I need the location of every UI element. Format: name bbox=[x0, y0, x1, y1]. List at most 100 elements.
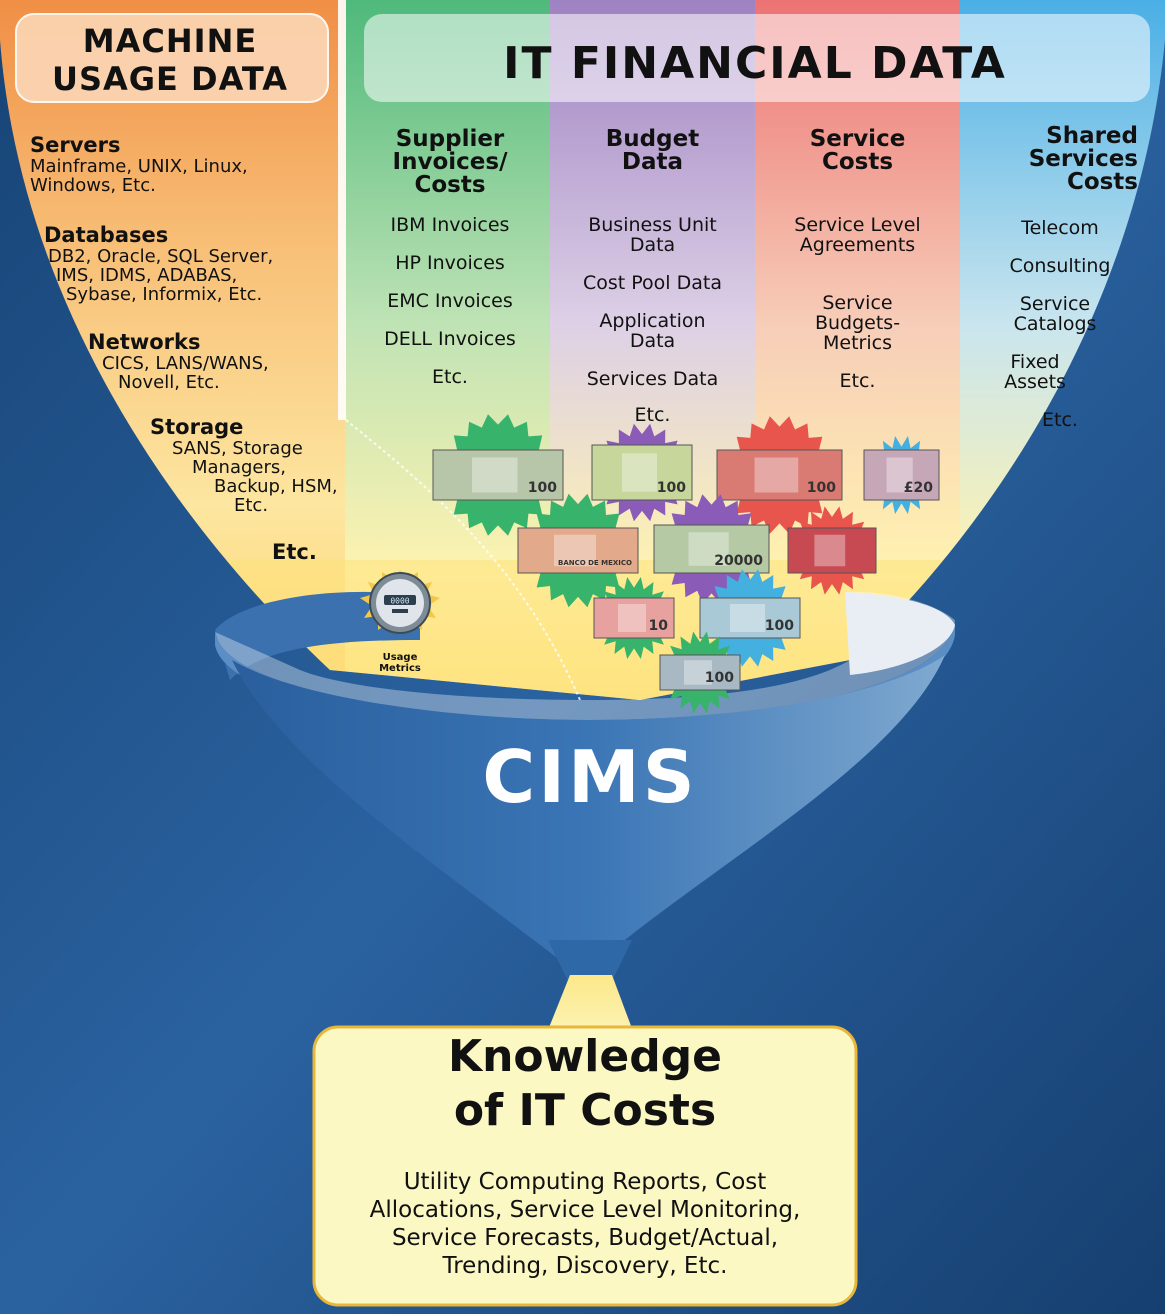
column-item: Service Level Agreements bbox=[794, 214, 921, 256]
column-item: Etc. bbox=[1042, 409, 1078, 431]
column-item: Service Budgets- Metrics bbox=[814, 292, 901, 354]
note-body bbox=[591, 444, 693, 501]
machine-usage-etc: Etc. bbox=[272, 540, 317, 564]
machine-usage-header-line2: USAGE DATA bbox=[51, 60, 288, 98]
note-label: 100 bbox=[705, 670, 734, 686]
note-body bbox=[593, 597, 675, 639]
column-title-line: Services bbox=[1028, 146, 1138, 172]
column-item: HP Invoices bbox=[395, 252, 505, 274]
column-item: Fixed Assets bbox=[1004, 351, 1066, 393]
canadian-dollar-note: 100 bbox=[716, 416, 843, 534]
column-item: Consulting bbox=[1009, 255, 1111, 277]
note-portrait bbox=[472, 457, 518, 493]
section-databases: Databases DB2, Oracle, SQL Server, IMS, … bbox=[44, 223, 334, 304]
section-storage-line: Etc. bbox=[234, 495, 269, 516]
usage-metrics-label-line1: Usage bbox=[382, 652, 418, 663]
column-title-line: Data bbox=[621, 149, 684, 175]
meter-display: 0000 bbox=[390, 597, 409, 606]
venezuelan-note: 20000 bbox=[653, 494, 770, 604]
section-storage-title: Storage bbox=[150, 415, 244, 439]
section-networks: Networks CICS, LANS/WANS, Novell, Etc. bbox=[88, 330, 328, 392]
note-body bbox=[659, 654, 741, 691]
column-item: EMC Invoices bbox=[387, 290, 513, 312]
note-label: 10 bbox=[649, 618, 669, 634]
cims-label: CIMS bbox=[482, 735, 698, 819]
column-title-line: Invoices/ bbox=[392, 149, 508, 175]
output-description-line: Allocations, Service Level Monitoring, bbox=[369, 1197, 801, 1223]
section-databases-line: IMS, IDMS, ADABAS, bbox=[56, 265, 238, 286]
brazilian-real-note: 100 bbox=[699, 569, 801, 667]
note-portrait bbox=[622, 453, 657, 492]
note-portrait bbox=[730, 604, 765, 632]
note-label: BANCO DE MEXICO bbox=[558, 559, 632, 567]
column-item: Service Catalogs bbox=[1013, 293, 1097, 335]
note-portrait bbox=[886, 457, 913, 493]
usage-metrics-label-line2: Metrics bbox=[379, 663, 421, 674]
swiss-franc-note bbox=[787, 506, 877, 595]
output-description: Utility Computing Reports, Cost Allocati… bbox=[318, 1168, 852, 1280]
column-item: Services Data bbox=[586, 368, 719, 390]
note-label: £20 bbox=[904, 480, 933, 496]
output-title: Knowledge of IT Costs bbox=[320, 1030, 850, 1138]
us-dollar-note: 100 bbox=[432, 414, 564, 536]
section-storage-line: SANS, Storage bbox=[172, 438, 303, 459]
british-pound-note: £20 bbox=[863, 436, 940, 514]
note-body bbox=[653, 524, 770, 574]
note-portrait bbox=[618, 604, 646, 632]
note-body bbox=[787, 527, 877, 574]
column-item: Telecom bbox=[1021, 217, 1099, 239]
note-label: 100 bbox=[528, 480, 557, 496]
column-item: IBM Invoices bbox=[390, 214, 510, 236]
column-item: Cost Pool Data bbox=[583, 272, 722, 294]
note-portrait bbox=[554, 534, 596, 567]
note-portrait bbox=[814, 534, 846, 567]
note-body bbox=[716, 449, 843, 501]
column-title-line: Supplier bbox=[395, 126, 505, 152]
column-item: Application Data bbox=[599, 310, 706, 352]
section-servers-line: Windows, Etc. bbox=[30, 175, 156, 196]
section-servers: Servers Mainframe, UNIX, Linux, Windows,… bbox=[30, 133, 330, 195]
output-title-line1: Knowledge bbox=[447, 1031, 723, 1082]
section-servers-line: Mainframe, UNIX, Linux, bbox=[30, 156, 248, 177]
note-portrait bbox=[754, 457, 799, 493]
usage-meter-icon: 0000 bbox=[360, 570, 440, 634]
section-networks-line: CICS, LANS/WANS, bbox=[102, 353, 269, 374]
output-description-line: Trending, Discovery, Etc. bbox=[442, 1253, 728, 1279]
note-body bbox=[699, 597, 801, 639]
usage-metrics-label: Usage Metrics bbox=[365, 652, 435, 674]
section-servers-title: Servers bbox=[30, 133, 121, 157]
section-networks-line: Novell, Etc. bbox=[118, 372, 220, 393]
column-item: Etc. bbox=[432, 366, 468, 388]
section-databases-line: DB2, Oracle, SQL Server, bbox=[48, 246, 274, 267]
column-item: Business Unit Data bbox=[588, 214, 717, 256]
note-label: 100 bbox=[657, 480, 686, 496]
section-storage-line: Backup, HSM, bbox=[214, 476, 338, 497]
output-description-line: Utility Computing Reports, Cost bbox=[403, 1169, 767, 1195]
note-label: 100 bbox=[765, 618, 794, 634]
column-title-line: Shared bbox=[1046, 123, 1138, 149]
column-item: DELL Invoices bbox=[384, 328, 516, 350]
column-title-line: Costs bbox=[1066, 169, 1138, 195]
it-financial-header: IT FINANCIAL DATA bbox=[503, 38, 1007, 89]
machine-usage-header: MACHINE USAGE DATA bbox=[20, 22, 320, 98]
note-body bbox=[432, 449, 564, 501]
output-title-line2: of IT Costs bbox=[453, 1085, 717, 1136]
section-networks-title: Networks bbox=[88, 330, 201, 354]
swedish-krona-note: 100 bbox=[659, 631, 741, 714]
singapore-dollar-note: 10 bbox=[593, 577, 675, 659]
section-databases-line: Sybase, Informix, Etc. bbox=[66, 284, 263, 305]
column-item: Etc. bbox=[839, 370, 876, 392]
column-title-line: Costs bbox=[821, 149, 894, 175]
mexican-peso-note: BANCO DE MEXICO bbox=[517, 493, 639, 608]
section-storage-line: Managers, bbox=[192, 457, 286, 478]
column-title-line: Costs bbox=[414, 172, 486, 198]
euro-note: 100 bbox=[591, 423, 693, 522]
output-description-line: Service Forecasts, Budget/Actual, bbox=[391, 1225, 779, 1251]
note-label: 20000 bbox=[714, 553, 763, 569]
